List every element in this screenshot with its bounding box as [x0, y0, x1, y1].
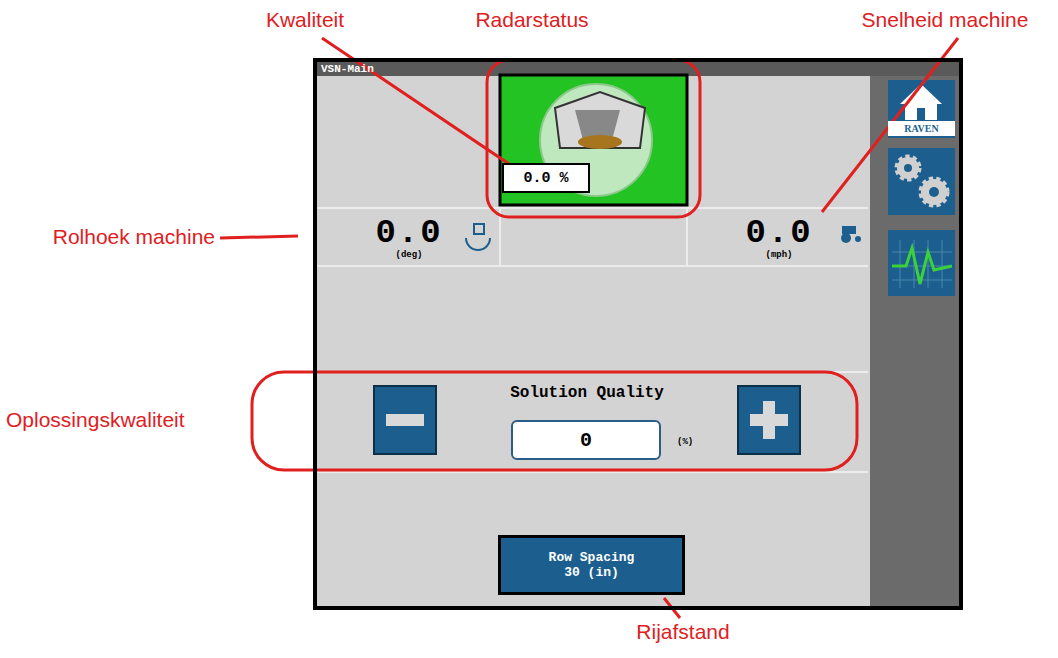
radar-tile	[500, 75, 687, 205]
home-icon	[888, 80, 955, 138]
callout-label: Snelheid machine	[862, 8, 1029, 32]
node-text: VSN-Main	[321, 63, 374, 75]
callout-label: Rijafstand	[636, 620, 729, 644]
node-text: (mph)	[765, 250, 792, 260]
diagnostics-icon	[888, 230, 955, 296]
callout-outline	[487, 60, 700, 217]
tractor-icon	[841, 226, 861, 243]
leader-lines	[220, 38, 958, 618]
roll-cell: 0.0(deg)	[320, 212, 498, 264]
speed-cell: 0.0(mph)	[690, 212, 868, 264]
unit-label: (%)	[677, 437, 693, 447]
roll-icon	[466, 224, 490, 250]
callout-label: Rolhoek machine	[53, 225, 215, 249]
sidebar	[870, 76, 963, 610]
node-text: RAVEN	[904, 123, 938, 134]
row-spacing-button: Row Spacing 30 (in)	[498, 535, 685, 595]
minus-button	[374, 386, 436, 454]
screen-window: VSN-Main0.0 %0.0(deg)0.0(mph)Solution Qu…	[313, 58, 963, 610]
home-button: RAVEN	[888, 121, 955, 136]
screen-bg	[313, 58, 963, 610]
node-text: (deg)	[395, 250, 422, 260]
quality-input: 0	[511, 420, 661, 460]
node-text: 0.0 %	[523, 170, 568, 187]
grid-lines	[317, 76, 868, 472]
callout-outline	[252, 372, 857, 470]
settings-icon	[888, 148, 955, 215]
node-text: Solution Quality	[436, 384, 738, 402]
node-text: 0.0	[745, 216, 812, 250]
plus-button	[738, 386, 800, 454]
node-text: 0	[580, 429, 592, 452]
quality-box: 0.0 %	[502, 163, 590, 193]
node-text: Row Spacing 30 (in)	[544, 550, 640, 580]
callout-label: Radarstatus	[475, 8, 588, 32]
solution-quality-panel: Solution Quality 0	[436, 378, 738, 470]
callout-label: Kwaliteit	[266, 8, 344, 32]
callout-label: Oplossingskwaliteit	[6, 408, 185, 432]
node-text: 0.0	[375, 216, 442, 250]
spreader-icon	[555, 92, 645, 149]
